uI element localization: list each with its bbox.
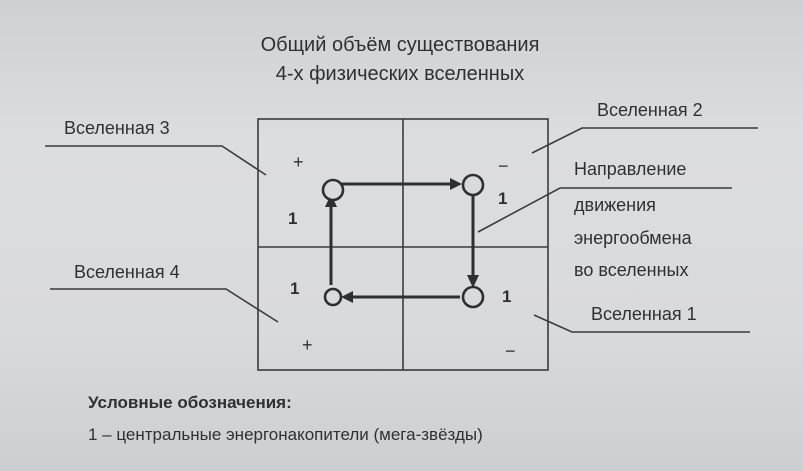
universe-3-label: Вселенная 3 [64,118,170,138]
direction-leader [477,187,732,233]
universe-2-leader [531,127,758,154]
direction-line-4: во вселенных [574,260,688,280]
direction-line-2: движения [574,195,656,215]
legend-item-1: 1 – центральные энергонакопители (мега-з… [88,425,483,444]
arrow-top-right [450,178,462,190]
universe-1-leader [533,314,750,333]
node-top-left [321,178,345,202]
sign-bottom-left: + [302,335,313,355]
universe-2-label: Вселенная 2 [597,100,703,120]
node-top-right [461,173,485,197]
node-number-top-left: 1 [288,209,297,228]
title-line-1: Общий объём существования [261,34,540,56]
node-number-bottom-right: 1 [502,287,511,306]
direction-line-3: энергообмена [574,228,693,248]
node-bottom-right [461,285,485,309]
sign-bottom-right: − [505,341,516,361]
energy-flow-loop [325,178,479,303]
universe-4-leader [50,288,279,323]
universe-4-label: Вселенная 4 [74,262,180,282]
universe-3-leader [45,145,267,176]
energy-nodes [321,173,485,309]
node-bottom-left [323,287,343,307]
sign-top-left: + [293,152,304,172]
direction-line-1: Направление [574,159,686,179]
arrow-bottom-left [341,291,353,303]
node-number-top-right: 1 [498,189,507,208]
title-line-2: 4-х физических вселенных [276,63,524,85]
universe-1-label: Вселенная 1 [591,304,697,324]
sign-top-right: − [498,156,509,176]
node-number-bottom-left: 1 [290,279,299,298]
legend-title: Условные обозначения: [88,393,292,412]
arrow-down [467,275,479,288]
universe-grid [257,118,549,371]
